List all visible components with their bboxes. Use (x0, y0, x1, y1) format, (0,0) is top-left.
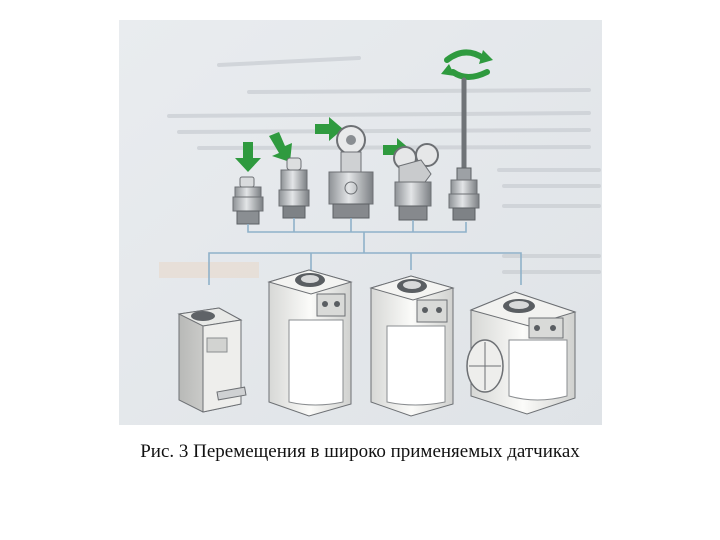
switch-body-wide (466, 291, 577, 415)
figure-illustration (119, 20, 602, 425)
rotate-arrow-icon (444, 49, 490, 80)
switch-body-metal-1 (267, 269, 353, 417)
sensor-figure (119, 20, 602, 425)
arrow-down-icon (235, 142, 261, 172)
background-faint-text (167, 56, 601, 274)
switch-body-compact (177, 307, 247, 413)
roller-plunger-head (328, 125, 374, 219)
arrow-right-icon-1 (315, 117, 343, 141)
arrow-tilt-icon (269, 132, 292, 162)
switch-body-metal-2 (369, 275, 455, 417)
connector-lines (208, 218, 522, 285)
figure-caption: Рис. 3 Перемещения в широко применяемых … (140, 441, 580, 462)
rod-actuator-head (448, 77, 480, 221)
tilt-plunger-head (278, 157, 310, 219)
roller-lever-head (393, 143, 439, 221)
plunger-head (232, 176, 264, 225)
